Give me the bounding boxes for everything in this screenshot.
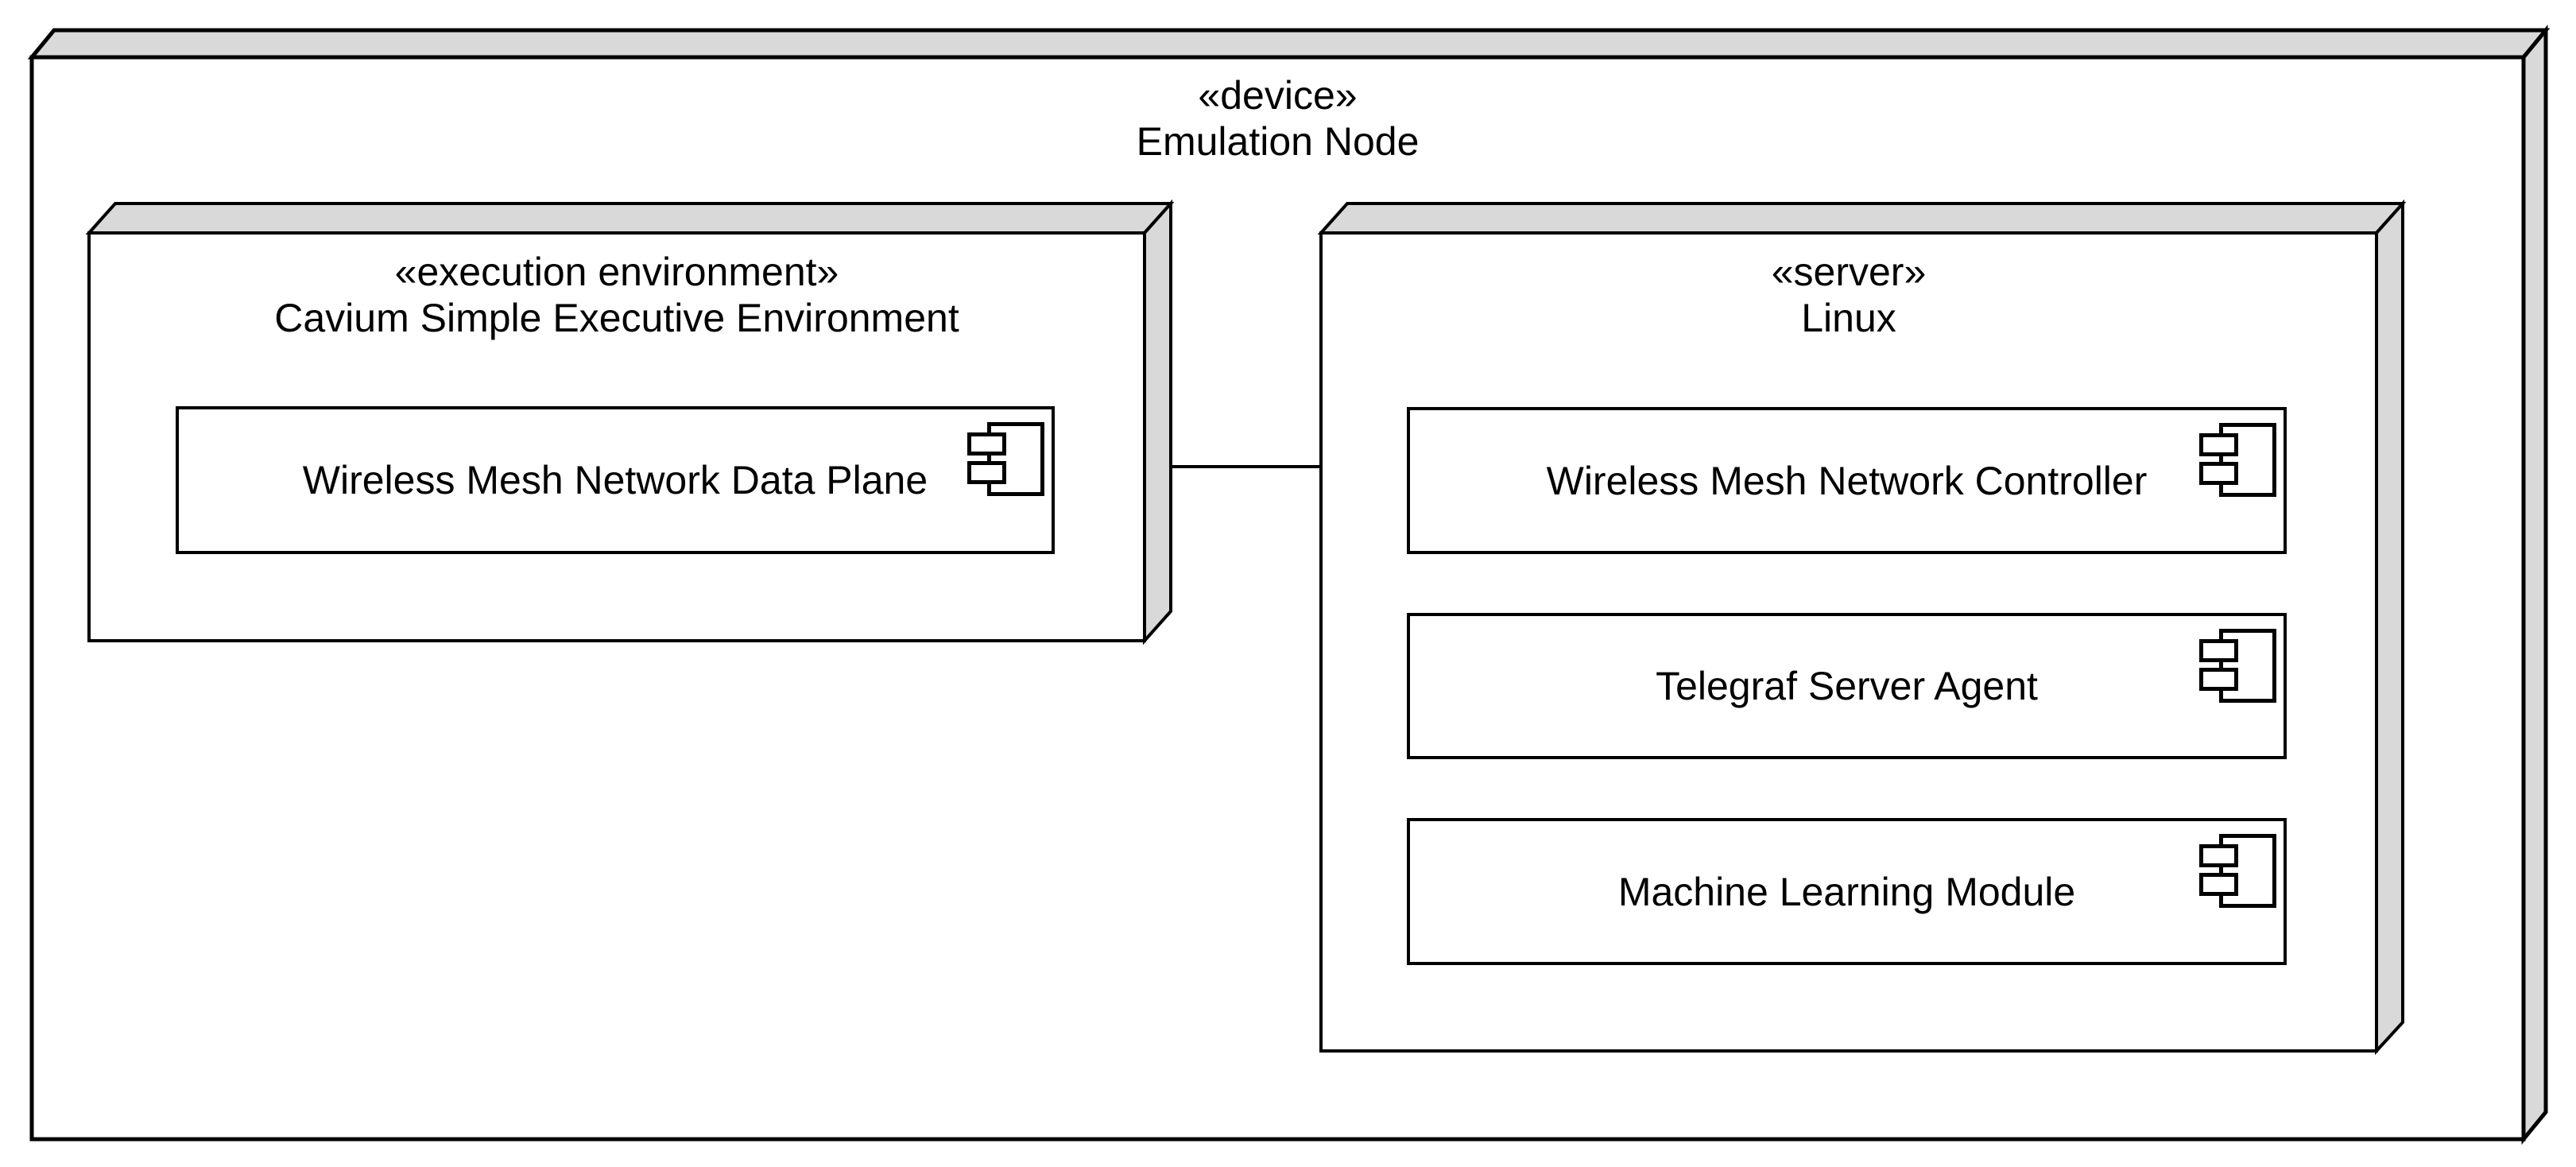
component-data-plane: Wireless Mesh Network Data Plane	[177, 408, 1053, 552]
execution-environment-name: Cavium Simple Executive Environment	[274, 296, 959, 340]
execution-environment-caption: «execution environment» Cavium Simple Ex…	[89, 249, 1145, 341]
component-icon	[2199, 834, 2276, 908]
component-icon	[967, 422, 1044, 496]
component-box-data-plane	[176, 406, 1055, 554]
component-telegraf: Telegraf Server Agent	[1408, 615, 2285, 758]
device-node-side-face	[2521, 25, 2548, 1145]
server-node-top-face	[1317, 202, 2407, 235]
device-name: Emulation Node	[1136, 119, 1420, 164]
component-controller: Wireless Mesh Network Controller	[1408, 409, 2285, 552]
component-box-ml-module	[1407, 818, 2287, 965]
component-telegraf-label: Telegraf Server Agent	[1656, 664, 2038, 708]
execution-environment-stereotype: «execution environment»	[394, 250, 839, 294]
execution-environment-top-face	[85, 202, 1175, 235]
component-ml-module-label: Machine Learning Module	[1617, 869, 2076, 914]
device-node-caption: «device» Emulation Node	[32, 72, 2524, 165]
component-icon	[2199, 629, 2276, 703]
server-stereotype: «server»	[1771, 250, 1927, 294]
component-box-telegraf	[1407, 613, 2287, 759]
execution-environment-side-face	[1143, 199, 1172, 646]
device-stereotype: «device»	[1198, 73, 1358, 118]
server-caption: «server» Linux	[1321, 249, 2377, 341]
component-icon	[2199, 423, 2276, 497]
component-ml-module: Machine Learning Module	[1408, 820, 2285, 963]
component-controller-label: Wireless Mesh Network Controller	[1546, 458, 2148, 503]
server-name: Linux	[1801, 296, 1896, 340]
component-box-controller	[1407, 407, 2287, 554]
component-data-plane-label: Wireless Mesh Network Data Plane	[302, 458, 928, 502]
server-node-side-face	[2375, 199, 2404, 1056]
device-node-top-face	[27, 28, 2551, 60]
